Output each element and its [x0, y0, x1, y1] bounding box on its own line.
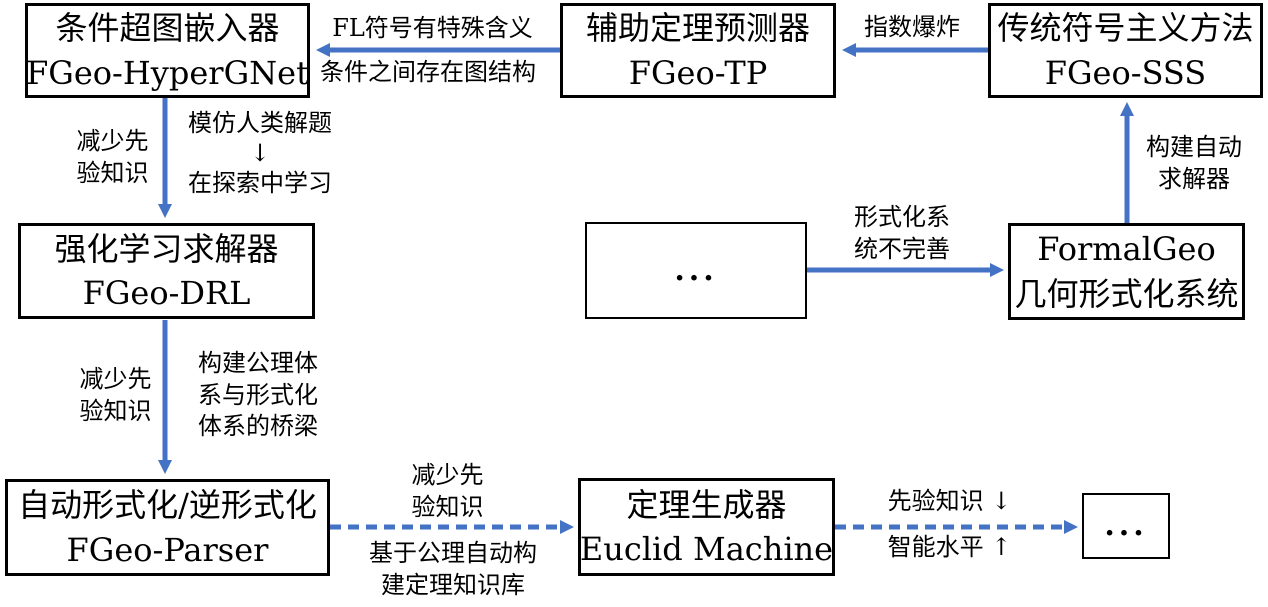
box-formalgeo: FormalGeo 几何形式化系统: [1008, 223, 1245, 320]
box-fgeo-tp-title: 辅助定理预测器: [585, 9, 810, 48]
edge-label-prior-down: 先验知识 ↓: [887, 487, 1012, 515]
box-ellipsis-middle: ...: [585, 222, 807, 319]
box-fgeo-hypergnet-subtitle: FGeo-HyperGNet: [26, 53, 309, 92]
edge-label-bridge: 构建公理体 系与形式化 体系的桥梁: [198, 349, 318, 441]
box-euclid-machine: 定理生成器 Euclid Machine: [578, 478, 835, 576]
box-fgeo-sss-title: 传统符号主义方法: [997, 9, 1254, 48]
edge-label-reduce-prior-3: 减少先 验知识: [411, 461, 484, 521]
box-fgeo-drl-title: 强化学习求解器: [54, 229, 279, 268]
edge-label-formal-incomplete: 形式化系 统不完善: [854, 203, 950, 263]
box-fgeo-tp: 辅助定理预测器 FGeo-TP: [560, 3, 836, 98]
box-ellipsis-middle-text: ...: [674, 252, 718, 288]
box-fgeo-tp-subtitle: FGeo-TP: [628, 53, 768, 92]
edge-label-imitate-learn: 模仿人类解题 ↓ 在探索中学习: [188, 109, 332, 197]
edge-label-fl-special: FL符号有特殊含义: [332, 14, 533, 42]
box-formalgeo-title: FormalGeo: [1037, 230, 1216, 269]
edge-label-reduce-prior-2: 减少先 验知识: [79, 365, 152, 425]
box-ellipsis-end-text: ...: [1104, 508, 1148, 544]
edge-label-exponential: 指数爆炸: [864, 13, 960, 41]
edge-label-graph-structure: 条件之间存在图结构: [320, 58, 536, 86]
box-euclid-machine-title: 定理生成器: [626, 485, 787, 524]
box-fgeo-hypergnet: 条件超图嵌入器 FGeo-HyperGNet: [25, 3, 310, 98]
edge-label-build-solver: 构建自动 求解器: [1146, 133, 1242, 193]
box-euclid-machine-subtitle: Euclid Machine: [579, 530, 834, 568]
edge-label-reduce-prior-1: 减少先 验知识: [76, 127, 149, 187]
edge-label-axiom-kb: 基于公理自动构 建定理知识库: [369, 539, 537, 599]
box-ellipsis-end: ...: [1082, 493, 1170, 559]
box-fgeo-sss-subtitle: FGeo-SSS: [1044, 53, 1207, 92]
box-formalgeo-subtitle: 几何形式化系统: [1014, 274, 1239, 313]
box-fgeo-sss: 传统符号主义方法 FGeo-SSS: [988, 3, 1263, 98]
box-fgeo-parser: 自动形式化/逆形式化 FGeo-Parser: [5, 479, 330, 576]
edge-label-intelligence-up: 智能水平 ↑: [887, 533, 1012, 561]
box-fgeo-drl-subtitle: FGeo-DRL: [82, 274, 251, 312]
box-fgeo-parser-subtitle: FGeo-Parser: [66, 530, 269, 569]
box-fgeo-parser-title: 自动形式化/逆形式化: [18, 486, 317, 525]
box-fgeo-drl: 强化学习求解器 FGeo-DRL: [18, 223, 315, 319]
box-fgeo-hypergnet-title: 条件超图嵌入器: [55, 9, 280, 48]
